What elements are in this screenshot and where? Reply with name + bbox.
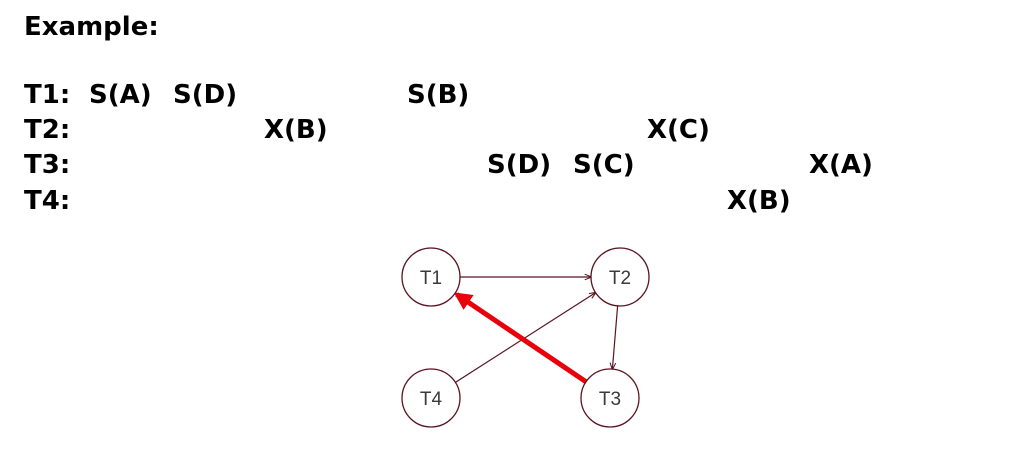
graph-node-t1: T1 [401, 247, 461, 307]
edge-t3-to-t1 [453, 292, 593, 388]
schedule-row-t2: T2: X(B) X(C) [0, 112, 1014, 148]
schedule-row-t3: T3: S(D) S(C) X(A) [0, 147, 1014, 183]
op-t1-2: S(D) [173, 80, 238, 110]
node-label: T2 [609, 268, 631, 289]
schedule-row-t1: T1: S(A) S(D) S(B) [0, 77, 1014, 113]
edges-layer [453, 277, 619, 388]
node-label: T3 [599, 389, 621, 410]
node-circle [401, 247, 461, 307]
node-label: T4 [420, 389, 443, 410]
slide-heading: Example: [24, 12, 159, 42]
txn-label-t3: T3: [24, 150, 71, 180]
schedule-row-t4: T4: X(B) [0, 183, 1014, 219]
op-t4-1: X(B) [727, 186, 791, 216]
op-t3-3: X(A) [809, 150, 873, 180]
op-t1-3: S(B) [407, 80, 470, 110]
op-t1-1: S(A) [89, 80, 152, 110]
graph-node-t4: T4 [401, 368, 461, 428]
node-circle [580, 368, 640, 428]
op-t2-1: X(B) [264, 115, 328, 145]
op-t2-2: X(C) [647, 115, 710, 145]
txn-label-t1: T1: [24, 80, 71, 110]
graph-node-t3: T3 [580, 368, 640, 428]
op-t3-2: S(C) [573, 150, 635, 180]
txn-label-t2: T2: [24, 115, 71, 145]
graph-node-t2: T2 [590, 247, 650, 307]
edge-t2-to-t3 [612, 305, 619, 369]
txn-label-t4: T4: [24, 186, 71, 216]
node-circle [401, 368, 461, 428]
node-circle [590, 247, 650, 307]
op-t3-1: S(D) [487, 150, 552, 180]
edge-t4-to-t2 [455, 293, 595, 383]
node-label: T1 [420, 268, 442, 289]
